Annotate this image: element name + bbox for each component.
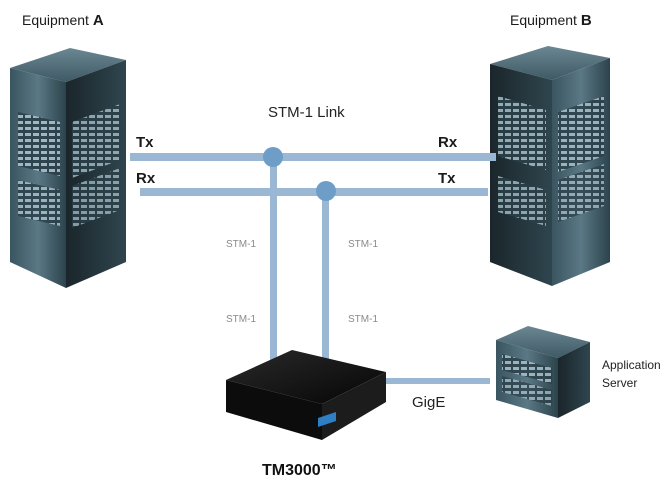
- port-b-rx: Rx: [438, 134, 458, 151]
- device-led: [318, 412, 336, 427]
- link-title: STM-1 Link: [268, 104, 345, 121]
- link-line-a-tx-to-b-rx: [130, 153, 496, 161]
- equipment-b-label: Equipment B: [510, 12, 592, 29]
- equipment-b-letter: B: [580, 12, 592, 29]
- equipment-a-prefix: Equipment: [22, 12, 89, 28]
- device-name: TM3000™: [262, 462, 337, 479]
- stm1-link-lines: [130, 147, 496, 384]
- stm1-label-lower-right: STM-1: [348, 314, 378, 325]
- application-server-label: Application Server: [602, 356, 661, 392]
- equipment-a-letter: A: [92, 12, 104, 29]
- tap-line-2: [322, 195, 329, 365]
- equipment-b-prefix: Equipment: [510, 12, 577, 28]
- application-server-label-line2: Server: [602, 376, 638, 390]
- port-b-tx: Tx: [438, 170, 456, 187]
- equipment-a-label: Equipment A: [22, 12, 104, 29]
- link-line-a-rx-to-b-tx: [140, 188, 488, 196]
- tap-point-1: [263, 147, 283, 167]
- tm3000-device-icon: [226, 350, 386, 440]
- tap-point-2: [316, 181, 336, 201]
- application-server-label-line1: Application: [602, 358, 661, 372]
- equipment-a-rack-icon: [10, 48, 126, 288]
- gige-line: [378, 378, 490, 384]
- equipment-b-rack-icon: [490, 46, 610, 286]
- stm1-label-lower-left: STM-1: [226, 314, 256, 325]
- port-a-tx: Tx: [136, 134, 154, 151]
- stm1-label-upper-right: STM-1: [348, 239, 378, 250]
- gige-label: GigE: [412, 394, 446, 411]
- port-a-rx: Rx: [136, 170, 156, 187]
- tap-line-1: [270, 160, 277, 364]
- application-server-icon: [496, 326, 590, 418]
- stm1-label-upper-left: STM-1: [226, 239, 256, 250]
